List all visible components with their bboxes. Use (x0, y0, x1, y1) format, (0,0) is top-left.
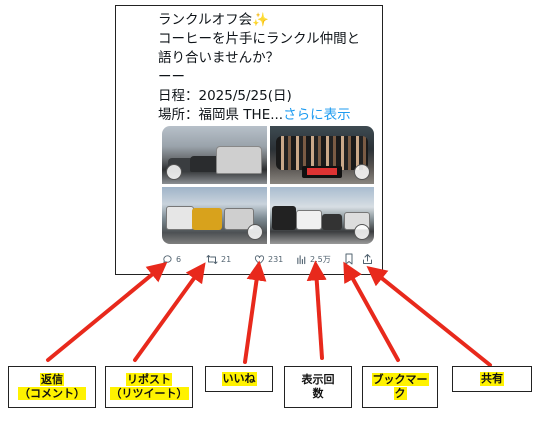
watermark-badge-icon (354, 224, 370, 240)
arrow-repost (133, 262, 206, 362)
photo-2[interactable] (269, 126, 374, 184)
post-line: 語り合いませんか？ (158, 50, 280, 66)
views-count: 2.5万 (310, 254, 331, 264)
post-line: コーヒーを片手にランクル仲間と (158, 31, 361, 47)
post-text: ランクルオフ会✨ コーヒーを片手にランクル仲間と 語り合いませんか？ ーー 日程… (158, 11, 376, 125)
label-bookmark: ブックマーク (362, 366, 438, 408)
sparkle-icon: ✨ (252, 12, 269, 28)
post-line-date: 日程：2025/5/25(日) (158, 88, 292, 104)
reply-icon (163, 254, 172, 263)
photo-3[interactable] (162, 186, 267, 244)
arrow-bookmark (343, 261, 400, 362)
arrow-like (243, 260, 267, 364)
arrow-views (306, 260, 327, 360)
reply-count: 6 (176, 254, 182, 264)
like-count: 231 (268, 254, 284, 264)
watermark-badge-icon (166, 163, 182, 180)
post-line-title: ランクルオフ会✨ (158, 12, 269, 28)
views-button[interactable]: 2.5万 (296, 251, 331, 267)
repost-count: 21 (221, 254, 232, 264)
label-reply: 返信（コメント） (8, 366, 96, 408)
photo-1[interactable] (162, 126, 267, 184)
watermark-badge-icon (354, 163, 370, 180)
post-card[interactable]: ランクルオフ会✨ コーヒーを片手にランクル仲間と 語り合いませんか？ ーー 日程… (115, 5, 383, 275)
arrow-share (366, 265, 492, 367)
share-icon (363, 254, 372, 264)
post-line: ーー (158, 69, 185, 85)
bar-chart-icon (297, 254, 306, 264)
post-line-place: 場所：福岡県 THE...さらに表示 (158, 107, 351, 123)
watermark-badge-icon (246, 224, 263, 240)
label-share: 共有 (452, 366, 532, 392)
arrow-reply (46, 261, 168, 362)
media-grid (162, 126, 374, 244)
photo-4[interactable] (269, 186, 374, 244)
repost-button[interactable]: 21 (206, 251, 231, 267)
share-button[interactable] (362, 251, 373, 267)
repost-icon (206, 254, 218, 264)
label-like: いいね (205, 366, 273, 392)
label-views: 表示回数 (284, 366, 352, 408)
reply-button[interactable]: 6 (162, 251, 181, 267)
label-repost: リポスト（リツイート） (105, 366, 193, 408)
show-more-link[interactable]: さらに表示 (283, 107, 351, 123)
